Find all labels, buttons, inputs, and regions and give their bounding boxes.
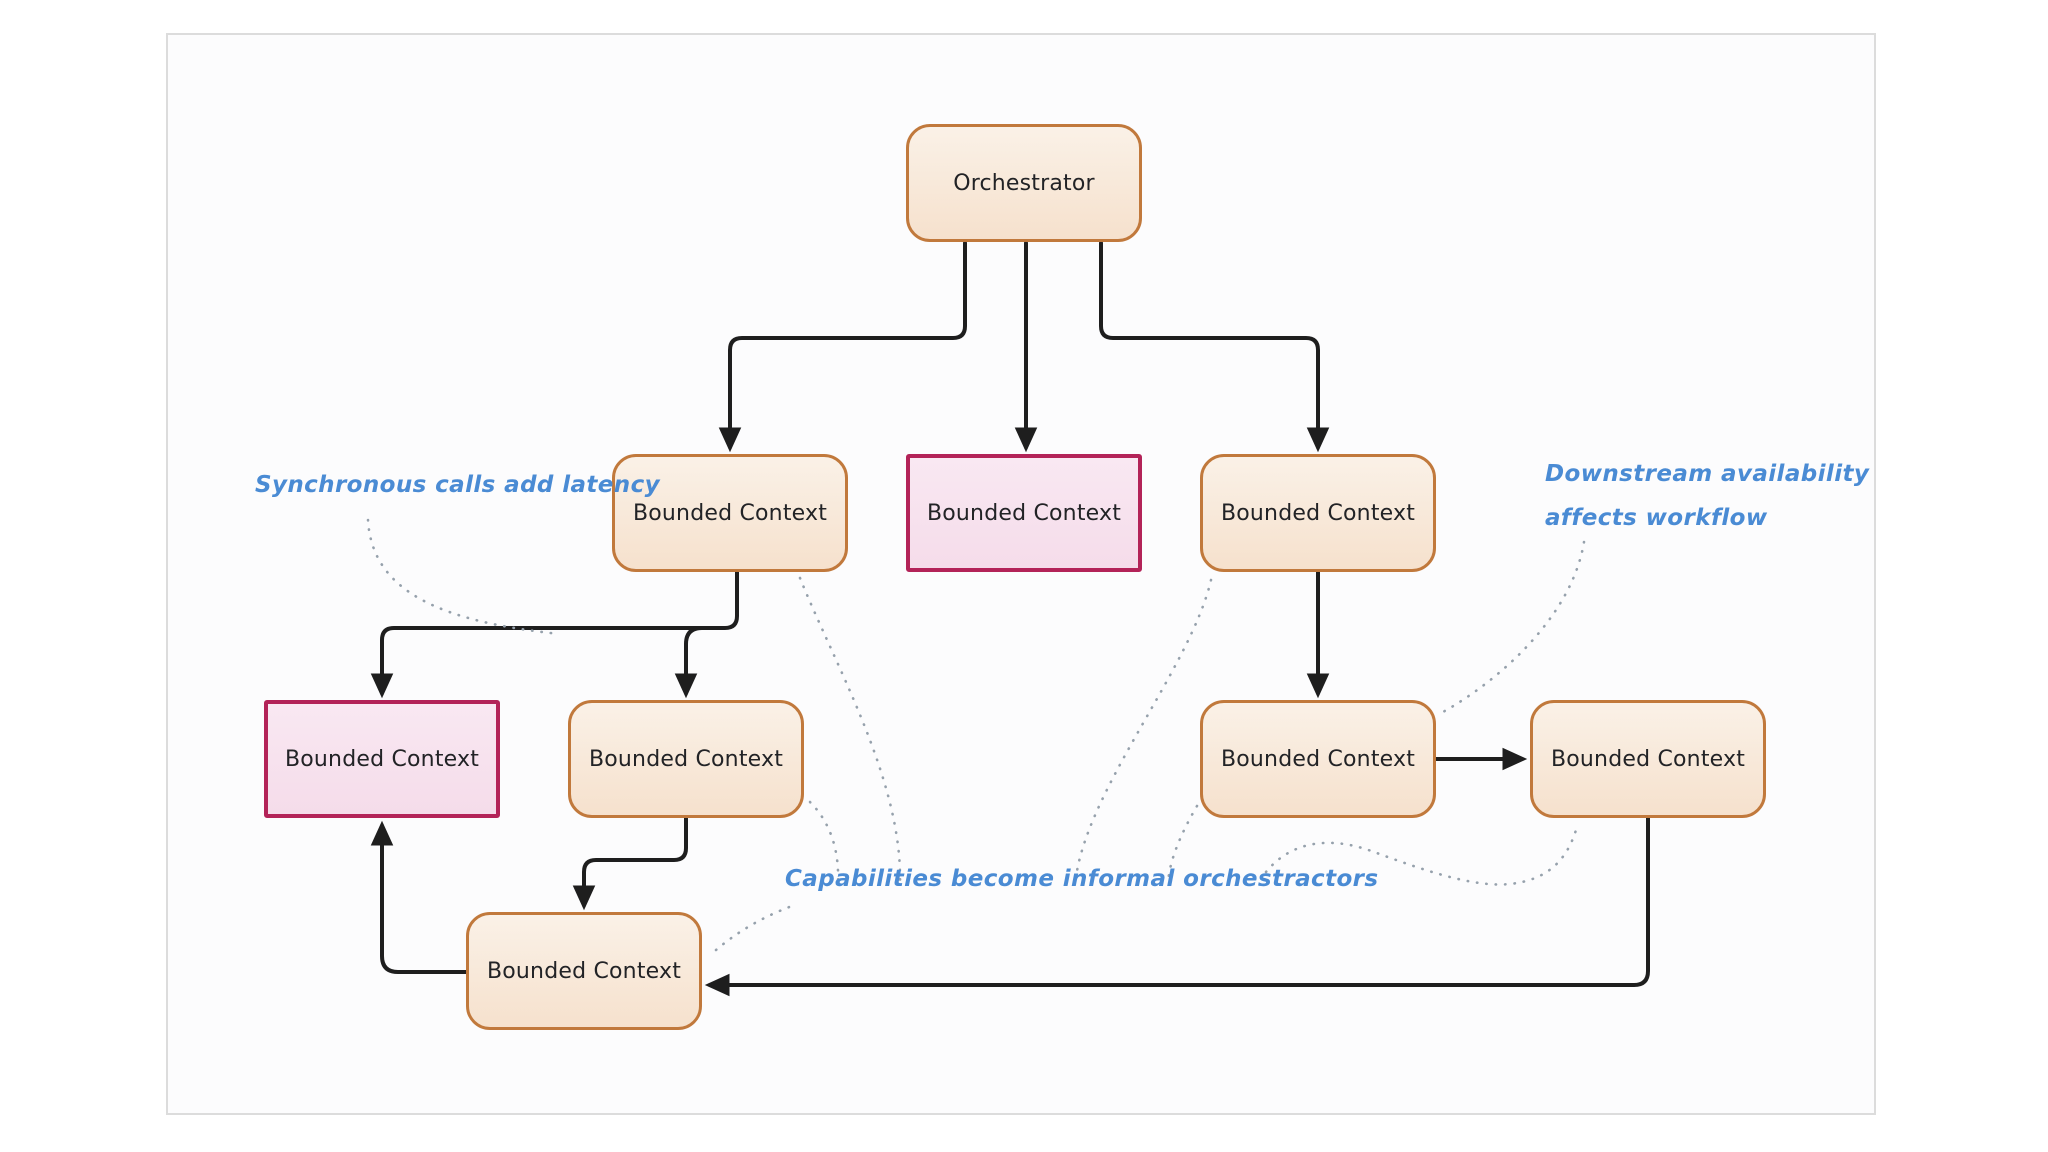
node-bc-row3-right-1: Bounded Context bbox=[1200, 700, 1436, 818]
node-label: Bounded Context bbox=[1220, 500, 1416, 526]
node-label: Bounded Context bbox=[926, 500, 1122, 526]
node-label: Orchestrator bbox=[953, 170, 1095, 196]
node-label: Bounded Context bbox=[1550, 746, 1746, 772]
node-bc-row2-middle: Bounded Context bbox=[906, 454, 1142, 572]
leader-bc-row3-orange-to-capabilities bbox=[808, 800, 840, 884]
node-bc-row3-pink: Bounded Context bbox=[264, 700, 500, 818]
node-label: Bounded Context bbox=[588, 746, 784, 772]
leader-bc-bottom-to-capabilities bbox=[714, 904, 794, 952]
edge-orchestrator-to-bc-row2-right bbox=[1099, 241, 1330, 453]
node-bc-row2-left: Bounded Context bbox=[612, 454, 848, 572]
node-label: Bounded Context bbox=[486, 958, 682, 984]
node-label: Bounded Context bbox=[1220, 746, 1416, 772]
leader-bc-row2-left-to-capabilities bbox=[798, 576, 902, 884]
node-bc-bottom: Bounded Context bbox=[466, 912, 702, 1030]
annotation-capabilities: Capabilities become informal orchestract… bbox=[785, 866, 1379, 892]
leader-downstream-to-bc-row3-right-1 bbox=[1441, 540, 1586, 714]
edge-bc-row2-left-to-bc-row3-pink bbox=[370, 570, 739, 699]
node-bc-row3-orange: Bounded Context bbox=[568, 700, 804, 818]
leader-bc-row2-right-to-capabilities bbox=[1073, 578, 1213, 888]
annotation-downstream-line1: Downstream availability bbox=[1545, 461, 1870, 487]
node-bc-row3-right-2: Bounded Context bbox=[1530, 700, 1766, 818]
edge-bc-row2-left-to-bc-row3-orange bbox=[674, 626, 704, 699]
edge-bc-row3-right-2-to-bc-bottom bbox=[704, 816, 1650, 997]
leader-capabilities-to-bc-row3-right-2 bbox=[1264, 828, 1578, 886]
node-orchestrator: Orchestrator bbox=[906, 124, 1142, 242]
node-label: Bounded Context bbox=[284, 746, 480, 772]
annotation-downstream: Downstream availability affects workflow bbox=[1545, 452, 1869, 540]
edge-bc-row3-orange-to-bc-bottom bbox=[572, 816, 688, 911]
edge-orchestrator-to-bc-row2-left bbox=[718, 241, 967, 453]
edge-bc-bottom-to-bc-row3-pink bbox=[370, 820, 468, 974]
annotation-downstream-line2: affects workflow bbox=[1545, 505, 1768, 531]
node-label: Bounded Context bbox=[632, 500, 828, 526]
node-bc-row2-right: Bounded Context bbox=[1200, 454, 1436, 572]
leader-bc-row3-right-1-to-capabilities bbox=[1166, 804, 1199, 886]
annotation-sync-latency: Synchronous calls add latency bbox=[255, 472, 661, 498]
